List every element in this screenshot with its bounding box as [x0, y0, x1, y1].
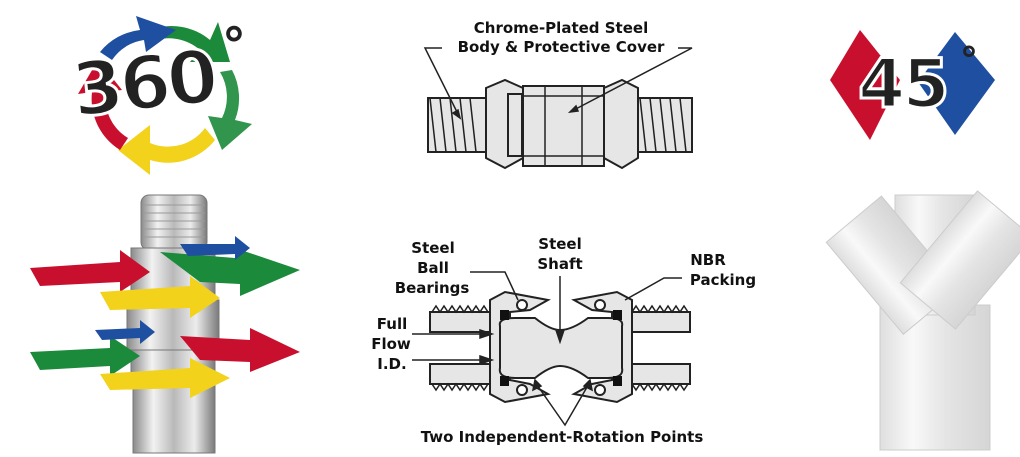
badge-45-degree: ° [960, 40, 978, 81]
badge-360-degree: ° [222, 18, 246, 74]
full-flow-label-2: Flow [371, 335, 411, 353]
badge-45-number: 45 [857, 45, 952, 124]
steel-ball-label-3: Bearings [394, 279, 470, 297]
full-flow-label-3: I.D. [377, 355, 407, 373]
badge-360-number: 360 [66, 32, 220, 135]
rotation-arrows-icon [78, 16, 252, 175]
steel-ball-label-2: Ball [417, 259, 449, 277]
steel-ball-label-1: Steel [411, 239, 455, 257]
steel-shaft-label-1: Steel [538, 235, 582, 253]
full-flow-label-1: Full [376, 315, 408, 333]
nbr-packing-label-1: NBR [690, 251, 726, 269]
steel-shaft-label-2: Shaft [537, 255, 583, 273]
chrome-steel-label-line1: Chrome-Plated Steel [473, 19, 649, 37]
chrome-steel-label-line2: Body & Protective Cover [457, 38, 665, 56]
two-points-label: Two Independent-Rotation Points [420, 428, 704, 446]
nbr-packing-label-2: Packing [689, 271, 757, 289]
